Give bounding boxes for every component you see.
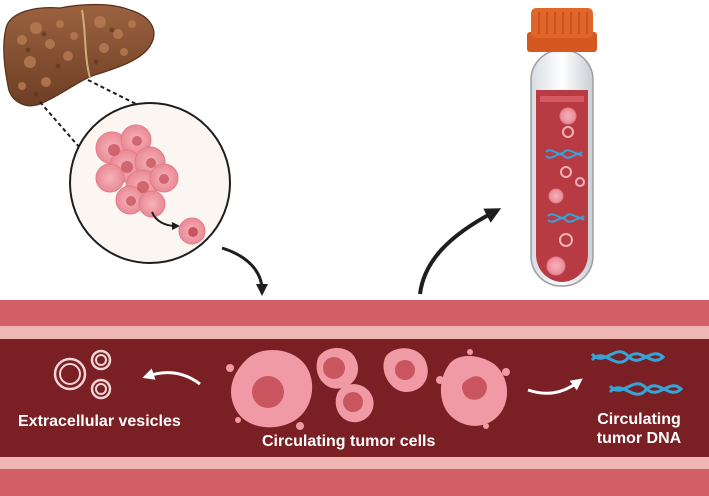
- liver-icon: [3, 3, 155, 107]
- label-ctdna-line2: tumor DNA: [596, 430, 682, 447]
- blood-tube-icon: [527, 8, 597, 287]
- tumor-cell-icon: [226, 347, 510, 430]
- arrow-to-vesicles: [142, 368, 201, 386]
- vesicle-icon: [53, 349, 112, 400]
- arrow-to-vessel: [221, 246, 268, 296]
- label-extracellular-vesicles: Extracellular vesicles: [18, 413, 181, 430]
- arrow-to-dna: [527, 378, 583, 395]
- magnified-tumor-cells-icon: [69, 102, 231, 264]
- label-circulating-tumor-cells: Circulating tumor cells: [262, 433, 436, 450]
- arrow-to-tube: [418, 208, 502, 295]
- label-ctdna-line1: Circulating: [597, 411, 681, 428]
- dna-helix-icon: [590, 350, 684, 396]
- label-circulating-tumor-dna: Circulating tumor DNA: [584, 410, 694, 448]
